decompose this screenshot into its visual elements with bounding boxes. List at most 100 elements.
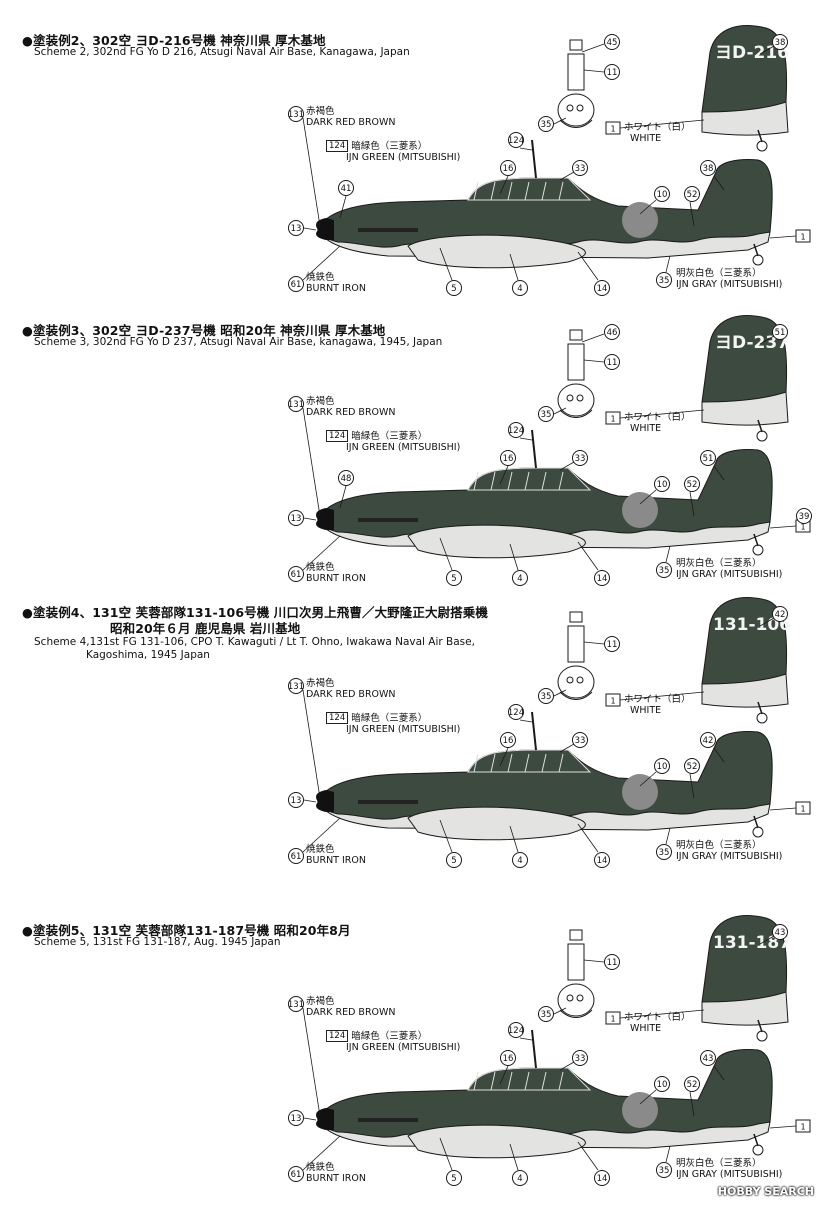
callout-circle: 4 (512, 570, 528, 586)
callout-circle: 131 (288, 678, 304, 694)
callout-circle: 16 (500, 732, 516, 748)
gear-cover-detail (557, 611, 595, 700)
callout-number: 35 (659, 1166, 670, 1176)
ijn-gray-label: 明灰白色（三菱系）IJN GRAY (MITSUBISHI) (676, 558, 782, 580)
callout-circle: 10 (654, 476, 670, 492)
callout-circle: 35 (538, 1006, 554, 1022)
callout-circle: 14 (594, 280, 610, 296)
color-jp-label: 明灰白色（三菱系） (676, 268, 762, 279)
callout-number: 10 (657, 190, 668, 200)
color-en-label: BURNT IRON (306, 1173, 366, 1184)
color-jp-label: 明灰白色（三菱系） (676, 1158, 762, 1169)
callout-circle: 45 (604, 34, 620, 50)
color-en-label: IJN GREEN (MITSUBISHI) (346, 442, 461, 453)
callout-box: 1 (605, 411, 621, 425)
callout-number: 13 (291, 514, 302, 524)
color-en-label: WHITE (630, 423, 662, 434)
callout-circle: 11 (604, 354, 620, 370)
callout-number: 16 (503, 454, 514, 464)
callout-number: 35 (541, 1010, 552, 1020)
callout-circle: 33 (572, 160, 588, 176)
color-code-box: 124 (326, 712, 349, 724)
callout-number: 5 (451, 574, 456, 584)
callout-circle: 10 (654, 758, 670, 774)
callout-box: 1 (795, 1119, 811, 1133)
scheme-subtitle: Scheme 5, 131st FG 131-187, Aug. 1945 Ja… (34, 936, 281, 948)
callout-number: 42 (775, 610, 786, 620)
callout-number: 1 (800, 522, 805, 531)
callout-number: 38 (703, 164, 714, 174)
callout-number: 51 (703, 454, 714, 464)
white-label: ホワイト（白）WHITE (624, 122, 691, 144)
callout-circle: 35 (538, 688, 554, 704)
white-label: ホワイト（白）WHITE (624, 412, 691, 434)
color-jp-label: ホワイト（白） (624, 1012, 691, 1023)
callout-number: 5 (451, 284, 456, 294)
callout-number: 42 (703, 736, 714, 746)
callout-number: 5 (451, 856, 456, 866)
ijn-gray-label: 明灰白色（三菱系）IJN GRAY (MITSUBISHI) (676, 268, 782, 290)
callout-number: 48 (341, 474, 352, 484)
scheme-title-line2: 昭和20年６月 鹿児島県 岩川基地 (110, 621, 301, 636)
color-jp-label: ホワイト（白） (624, 412, 691, 423)
color-en-label: IJN GRAY (MITSUBISHI) (676, 569, 783, 580)
callout-number: 43 (775, 928, 786, 938)
callout-circle: 39 (796, 508, 812, 524)
callout-circle: 13 (288, 510, 304, 526)
callout-number: 16 (503, 736, 514, 746)
callout-number: 11 (607, 640, 618, 650)
callout-circle: 35 (656, 272, 672, 288)
callout-number: 35 (541, 692, 552, 702)
color-en-label: WHITE (630, 705, 662, 716)
callout-circle: 124 (508, 1022, 524, 1038)
callout-number: 35 (659, 566, 670, 576)
scheme-title: ●塗装例3、302空 ヨD-237号機 昭和20年 神奈川県 厚木基地 (22, 323, 386, 338)
callout-circle: 5 (446, 570, 462, 586)
color-en-label: IJN GRAY (MITSUBISHI) (676, 1169, 783, 1180)
aircraft-side-profile (316, 711, 773, 841)
scheme-title: ●塗装例5、131空 芙蓉部隊131-187号機 昭和20年8月 (22, 923, 351, 938)
callout-circle: 33 (572, 450, 588, 466)
callout-circle: 4 (512, 280, 528, 296)
color-jp-label: 明灰白色（三菱系） (676, 558, 762, 569)
callout-circle: 14 (594, 1170, 610, 1186)
callout-number: 35 (659, 276, 670, 286)
callout-circle: 42 (772, 606, 788, 622)
color-jp-label: 暗緑色（三菱系） (351, 1031, 428, 1042)
callout-number: 1 (610, 696, 615, 705)
callout-number: 46 (607, 328, 618, 338)
color-jp-label: 焼鉄色 (306, 1162, 335, 1173)
callout-number: 11 (607, 958, 618, 968)
callout-circle: 10 (654, 186, 670, 202)
callout-circle: 46 (604, 324, 620, 340)
callout-number: 35 (659, 848, 670, 858)
callout-circle: 41 (338, 180, 354, 196)
callout-circle: 52 (684, 1076, 700, 1092)
white-label: ホワイト（白）WHITE (624, 1012, 691, 1034)
white-label: ホワイト（白）WHITE (624, 694, 691, 716)
callout-number: 38 (775, 38, 786, 48)
color-jp-label: 焼鉄色 (306, 272, 335, 283)
scheme-subtitle: Scheme 2, 302nd FG Yo D 216, Atsugi Nava… (34, 46, 410, 58)
color-jp-label: 焼鉄色 (306, 844, 335, 855)
color-en-label: DARK RED BROWN (306, 407, 396, 418)
callout-number: 4 (517, 1174, 522, 1184)
scheme-section: ●塗装例4、131空 芙蓉部隊131-106号機 川口次男上飛曹／大野隆正大尉搭… (0, 597, 832, 892)
callout-circle: 13 (288, 792, 304, 808)
callout-circle: 35 (538, 406, 554, 422)
color-jp-label: 暗緑色（三菱系） (351, 713, 428, 724)
callout-number: 13 (291, 796, 302, 806)
callout-circle: 51 (700, 450, 716, 466)
color-en-label: DARK RED BROWN (306, 117, 396, 128)
callout-number: 52 (687, 480, 698, 490)
callout-circle: 131 (288, 996, 304, 1012)
callout-circle: 4 (512, 852, 528, 868)
